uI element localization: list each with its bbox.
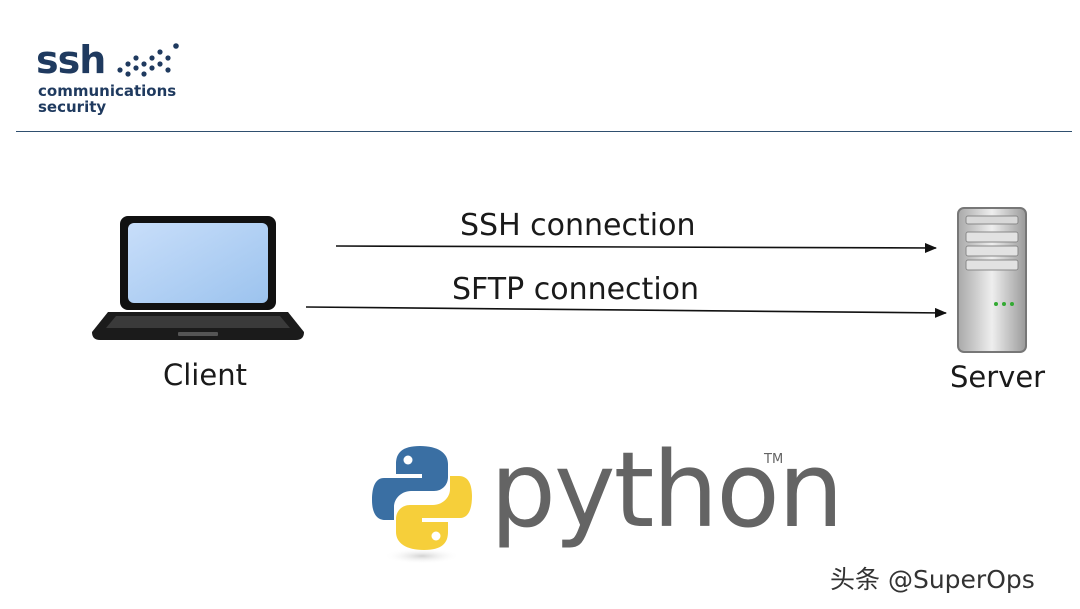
sftp-connection-arrow: [305, 306, 947, 318]
ssh-connection-arrow: [335, 242, 937, 253]
logo-tagline-line2: security: [38, 98, 107, 116]
laptop-icon: [92, 216, 304, 340]
ssh-logo: ssh communications security: [36, 38, 206, 120]
source-watermark: 头条 @SuperOps: [830, 565, 1035, 594]
python-trademark: TM: [764, 452, 784, 467]
ssh-connection-label: SSH connection: [458, 208, 698, 243]
logo-dots-icon: [117, 43, 179, 77]
logo-tagline-line1: communications: [38, 82, 177, 100]
logo-brand-text: ssh: [36, 38, 106, 82]
header-divider: [16, 131, 1072, 132]
python-snakes-icon: [372, 446, 472, 564]
python-wordmark: python: [490, 429, 844, 551]
sftp-connection-label: SFTP connection: [450, 272, 702, 307]
server-icon: [957, 207, 1027, 353]
client-label: Client: [163, 358, 247, 392]
server-label: Server: [950, 360, 1046, 394]
